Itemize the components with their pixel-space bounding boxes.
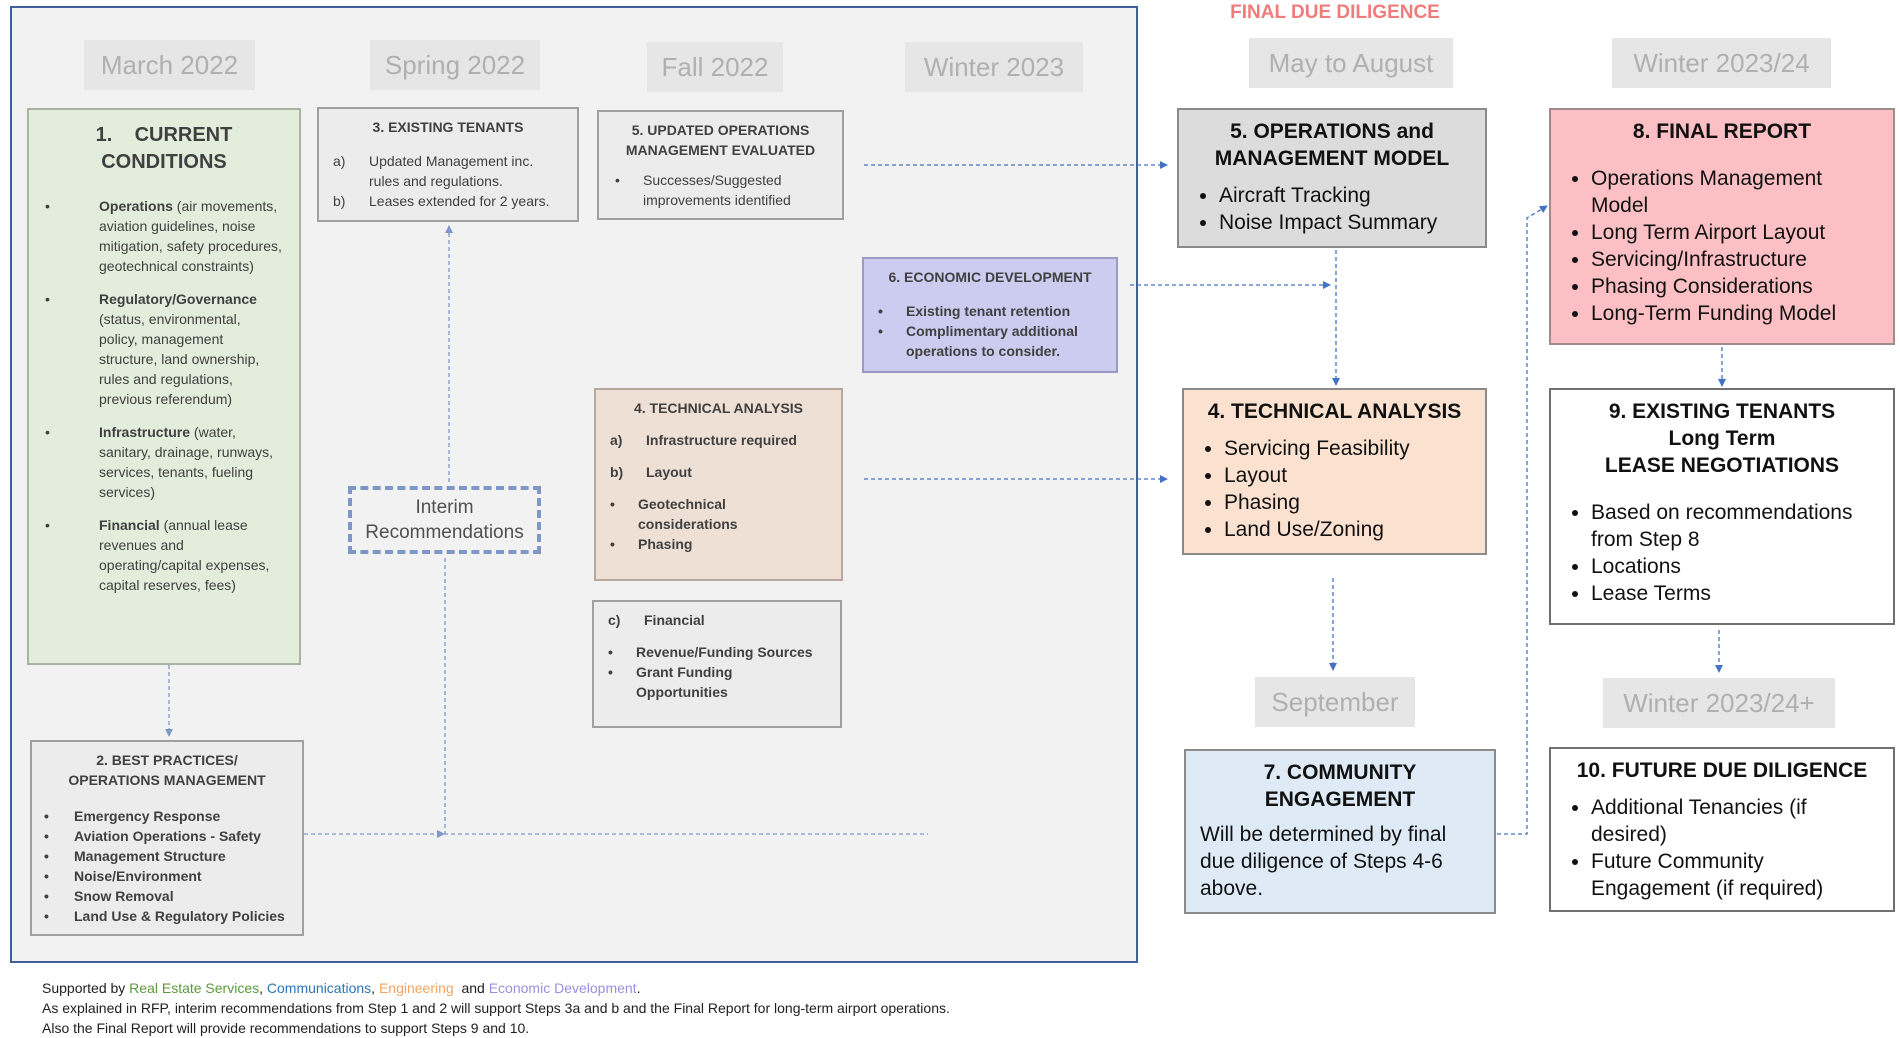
- footer-supported-by: Supported by Real Estate Services, Commu…: [42, 980, 641, 996]
- step-5-title-line2: MANAGEMENT MODEL: [1214, 147, 1450, 170]
- step-7-title-line1: 7. COMMUNITY: [1263, 761, 1417, 784]
- footer-notes: Supported by Real Estate Services, Commu…: [42, 978, 950, 1038]
- step-5-updated-title-line1: 5. UPDATED OPERATIONS: [631, 122, 810, 138]
- step-8-item: Long Term Airport Layout: [1591, 219, 1879, 246]
- step-3-title: 3. EXISTING TENANTS: [372, 119, 524, 135]
- period-winter-2023: Winter 2023: [905, 42, 1083, 92]
- step-7-title-line2: ENGAGEMENT: [1264, 788, 1416, 811]
- step-5-title-line1: 5. OPERATIONS and: [1230, 120, 1434, 143]
- step-2-item: •Aviation Operations - Safety: [44, 828, 261, 844]
- step-9-item: Locations: [1591, 553, 1879, 580]
- step-1-title-line2: CONDITIONS: [101, 151, 227, 173]
- step-9-existing-tenants-long-term: 9. EXISTING TENANTS Long Term LEASE NEGO…: [1549, 388, 1895, 625]
- step-5-item: Noise Impact Summary: [1219, 209, 1471, 236]
- step-4-item: Phasing: [1224, 489, 1471, 516]
- step-4-technical-analysis-phase1: 4. TECHNICAL ANALYSIS a)Infrastructure r…: [594, 388, 843, 581]
- footer-line-3: Also the Final Report will provide recom…: [42, 1020, 530, 1036]
- period-september: September: [1255, 677, 1415, 727]
- step-5-updated-title-line2: MANAGEMENT EVALUATED: [625, 142, 816, 158]
- step-4-small-item-a: a)Infrastructure required: [610, 432, 797, 448]
- step-6-title: 6. ECONOMIC DEVELOPMENT: [888, 269, 1092, 285]
- step-4-technical-analysis: 4. TECHNICAL ANALYSIS Servicing Feasibil…: [1182, 388, 1487, 555]
- footer-real-estate-services: Real Estate Services: [129, 980, 260, 996]
- period-may-to-august: May to August: [1249, 38, 1453, 88]
- step-4c-title: c)Financial: [608, 612, 705, 628]
- step-5-updated-operations: 5. UPDATED OPERATIONS MANAGEMENT EVALUAT…: [597, 110, 844, 220]
- step-8-item: Long-Term Funding Model: [1591, 300, 1879, 327]
- step-2-item: •Emergency Response: [44, 808, 221, 824]
- step-5-operations-model: 5. OPERATIONS and MANAGEMENT MODEL Aircr…: [1177, 108, 1487, 248]
- step-4-item: Servicing Feasibility: [1224, 435, 1471, 462]
- step-8-item: Phasing Considerations: [1591, 273, 1879, 300]
- step-4-small-title: 4. TECHNICAL ANALYSIS: [633, 400, 804, 416]
- step-4-item: Layout: [1224, 462, 1471, 489]
- step-8-title: 8. FINAL REPORT: [1632, 120, 1812, 143]
- step-1-item-financial: • Financial (annual lease revenues and o…: [45, 517, 270, 593]
- step-1-item-operations: • Operations (air movements, aviation gu…: [45, 198, 282, 274]
- step-4c-bullet: •Grant Funding Opportunities: [608, 664, 733, 700]
- step-10-future-due-diligence: 10. FUTURE DUE DILIGENCE Additional Tena…: [1549, 747, 1895, 912]
- footer-line-2: As explained in RFP, interim recommendat…: [42, 1000, 950, 1016]
- step-10-item: Additional Tenancies (if desired): [1591, 794, 1879, 848]
- step-1-current-conditions: 1. CURRENT CONDITIONS • Operations (air …: [27, 108, 301, 665]
- arrow-step7-to-step8: [1497, 205, 1548, 835]
- period-fall-2022: Fall 2022: [647, 42, 783, 92]
- interim-recommendations-box: Interim Recommendations: [348, 486, 541, 554]
- footer-engineering: Engineering: [378, 980, 454, 996]
- period-winter-2023-24-plus: Winter 2023/24+: [1603, 678, 1835, 728]
- step-3-item-a: a)Updated Management inc. rules and regu…: [333, 153, 534, 189]
- step-6-item: •Complimentary additional operations to …: [878, 323, 1078, 359]
- step-7-community-engagement: 7. COMMUNITY ENGAGEMENT Will be determin…: [1184, 749, 1496, 914]
- step-4-item: Land Use/Zoning: [1224, 516, 1471, 543]
- step-3-item-b: b)Leases extended for 2 years.: [333, 193, 550, 209]
- step-5-updated-item: •Successes/Suggested improvements identi…: [615, 172, 791, 208]
- period-spring-2022: Spring 2022: [370, 40, 540, 90]
- step-9-title-line1: 9. EXISTING TENANTS: [1608, 400, 1836, 423]
- step-4c-bullet: •Revenue/Funding Sources: [608, 644, 813, 660]
- step-4c-financial: c)Financial •Revenue/Funding Sources •Gr…: [592, 600, 842, 728]
- step-9-title-line2: Long Term: [1668, 427, 1776, 450]
- footer-economic-development: Economic Development: [488, 980, 637, 996]
- period-march-2022: March 2022: [84, 40, 255, 90]
- step-2-item: •Management Structure: [44, 848, 226, 864]
- step-4-small-bullet: •Phasing: [610, 536, 693, 552]
- step-9-item: Lease Terms: [1591, 580, 1879, 607]
- step-6-item: •Existing tenant retention: [878, 303, 1071, 319]
- step-2-item: •Snow Removal: [44, 888, 174, 904]
- step-5-item: Aircraft Tracking: [1219, 182, 1471, 209]
- step-1-title-line1: 1. CURRENT: [95, 124, 233, 146]
- step-8-item: Servicing/Infrastructure: [1591, 246, 1879, 273]
- step-2-title-line1: 2. BEST PRACTICES/: [96, 752, 238, 768]
- step-9-title-line3: LEASE NEGOTIATIONS: [1604, 454, 1840, 477]
- step-2-item: •Land Use & Regulatory Policies: [44, 908, 285, 924]
- step-3-existing-tenants: 3. EXISTING TENANTS a)Updated Management…: [317, 107, 579, 222]
- period-winter-2023-24: Winter 2023/24: [1612, 38, 1831, 88]
- step-2-best-practices: 2. BEST PRACTICES/ OPERATIONS MANAGEMENT…: [30, 740, 304, 936]
- step-4-small-item-b: b)Layout: [610, 464, 692, 480]
- step-7-body: Will be determined by final due diligenc…: [1200, 823, 1447, 900]
- step-10-title: 10. FUTURE DUE DILIGENCE: [1576, 759, 1868, 782]
- step-6-economic-development: 6. ECONOMIC DEVELOPMENT •Existing tenant…: [862, 257, 1118, 373]
- step-10-item: Future Community Engagement (if required…: [1591, 848, 1879, 902]
- step-4-small-bullet: •Geotechnical considerations: [610, 496, 738, 532]
- step-8-final-report: 8. FINAL REPORT Operations Management Mo…: [1549, 108, 1895, 345]
- final-due-diligence-heading: FINAL DUE DILIGENCE: [1230, 2, 1440, 23]
- footer-communications: Communications: [266, 980, 372, 996]
- step-1-item-regulatory: • Regulatory/Governance (status, environ…: [45, 291, 260, 407]
- step-2-title-line2: OPERATIONS MANAGEMENT: [68, 772, 266, 788]
- step-8-item: Operations Management Model: [1591, 165, 1879, 219]
- step-4-title: 4. TECHNICAL ANALYSIS: [1207, 400, 1462, 423]
- step-2-item: •Noise/Environment: [44, 868, 202, 884]
- step-1-item-infrastructure: • Infrastructure (water, sanitary, drain…: [45, 424, 274, 500]
- step-9-item: Based on recommendations from Step 8: [1591, 499, 1879, 553]
